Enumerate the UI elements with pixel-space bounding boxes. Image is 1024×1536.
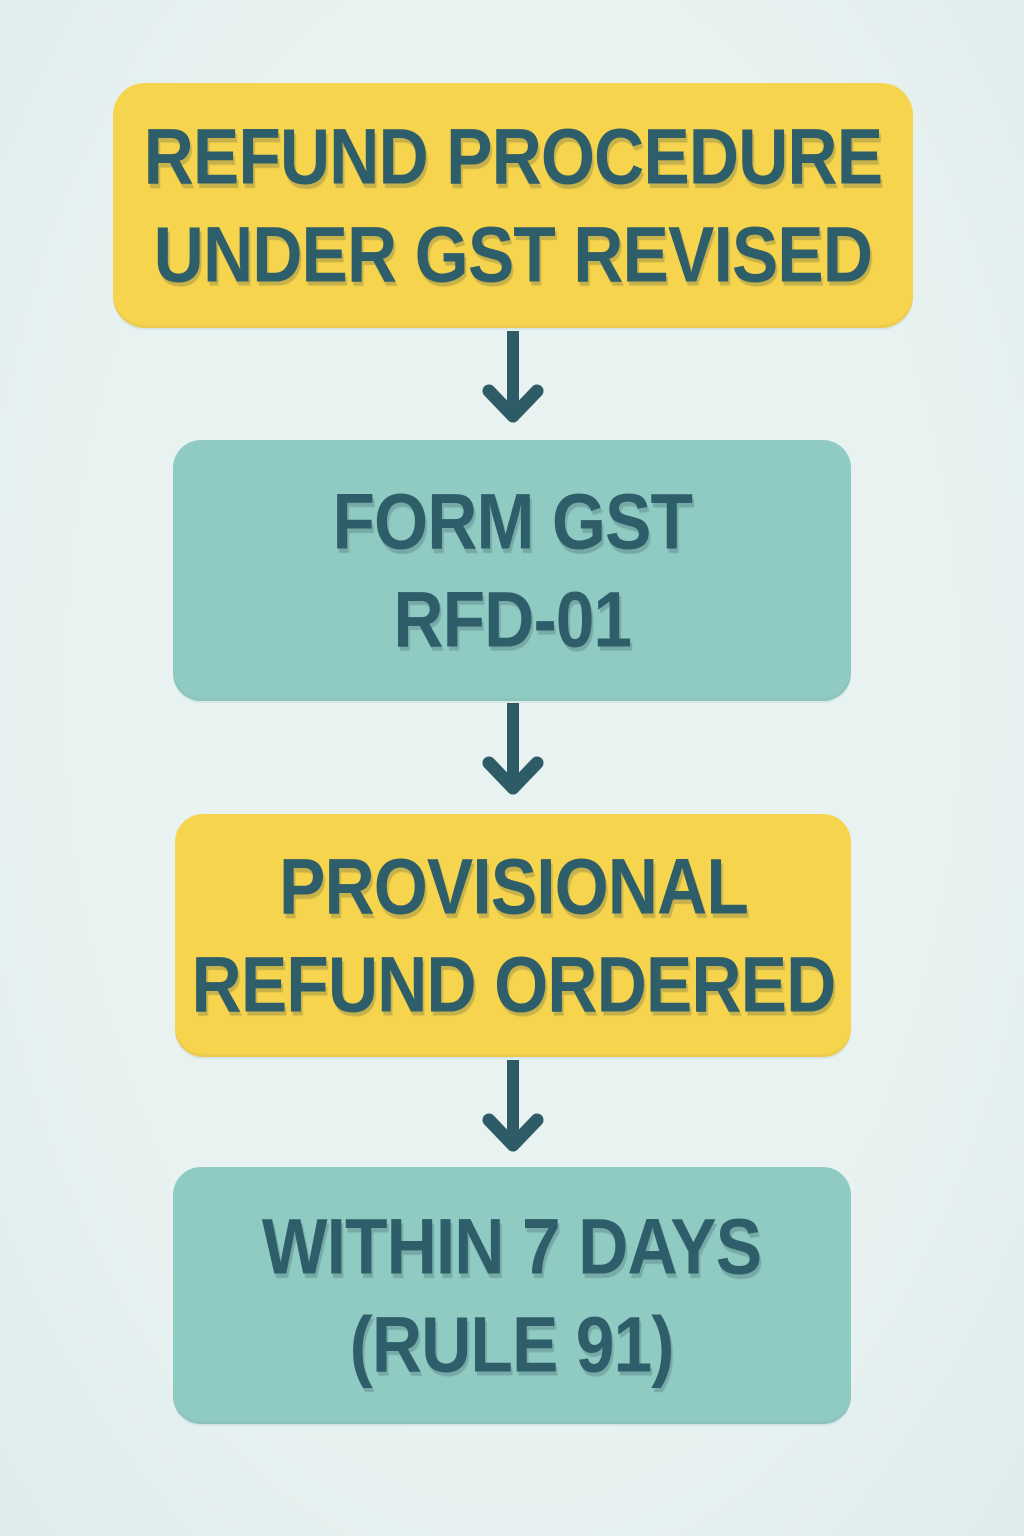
flow-node-text: FORM GST RFD-01 (332, 473, 693, 668)
flow-node-line: UNDER GST REVISED (153, 209, 873, 298)
flow-node-form-gst: FORM GST RFD-01 (173, 440, 851, 701)
down-arrow-icon (482, 703, 544, 795)
flow-node-line: WITHIN 7 DAYS (262, 1202, 762, 1291)
down-arrow-icon (482, 331, 544, 423)
flow-node-text: WITHIN 7 DAYS (RULE 91) (262, 1198, 762, 1393)
flow-node-text: PROVISIONAL REFUND ORDERED (191, 838, 836, 1033)
flow-node-provisional-refund: PROVISIONAL REFUND ORDERED (175, 814, 851, 1057)
down-arrow-icon (482, 1060, 544, 1152)
flow-node-line: RFD-01 (393, 574, 632, 663)
flow-node-line: (RULE 91) (350, 1299, 675, 1388)
flow-node-line: FORM GST (332, 477, 693, 566)
flow-node-within-7-days: WITHIN 7 DAYS (RULE 91) (173, 1167, 851, 1424)
flow-node-text: REFUND PROCEDURE UNDER GST REVISED (143, 108, 884, 303)
flow-node-refund-procedure: REFUND PROCEDURE UNDER GST REVISED (113, 83, 913, 328)
flow-node-line: PROVISIONAL (278, 842, 749, 931)
flow-node-line: REFUND PROCEDURE (143, 112, 884, 201)
flow-node-line: REFUND ORDERED (191, 939, 836, 1028)
